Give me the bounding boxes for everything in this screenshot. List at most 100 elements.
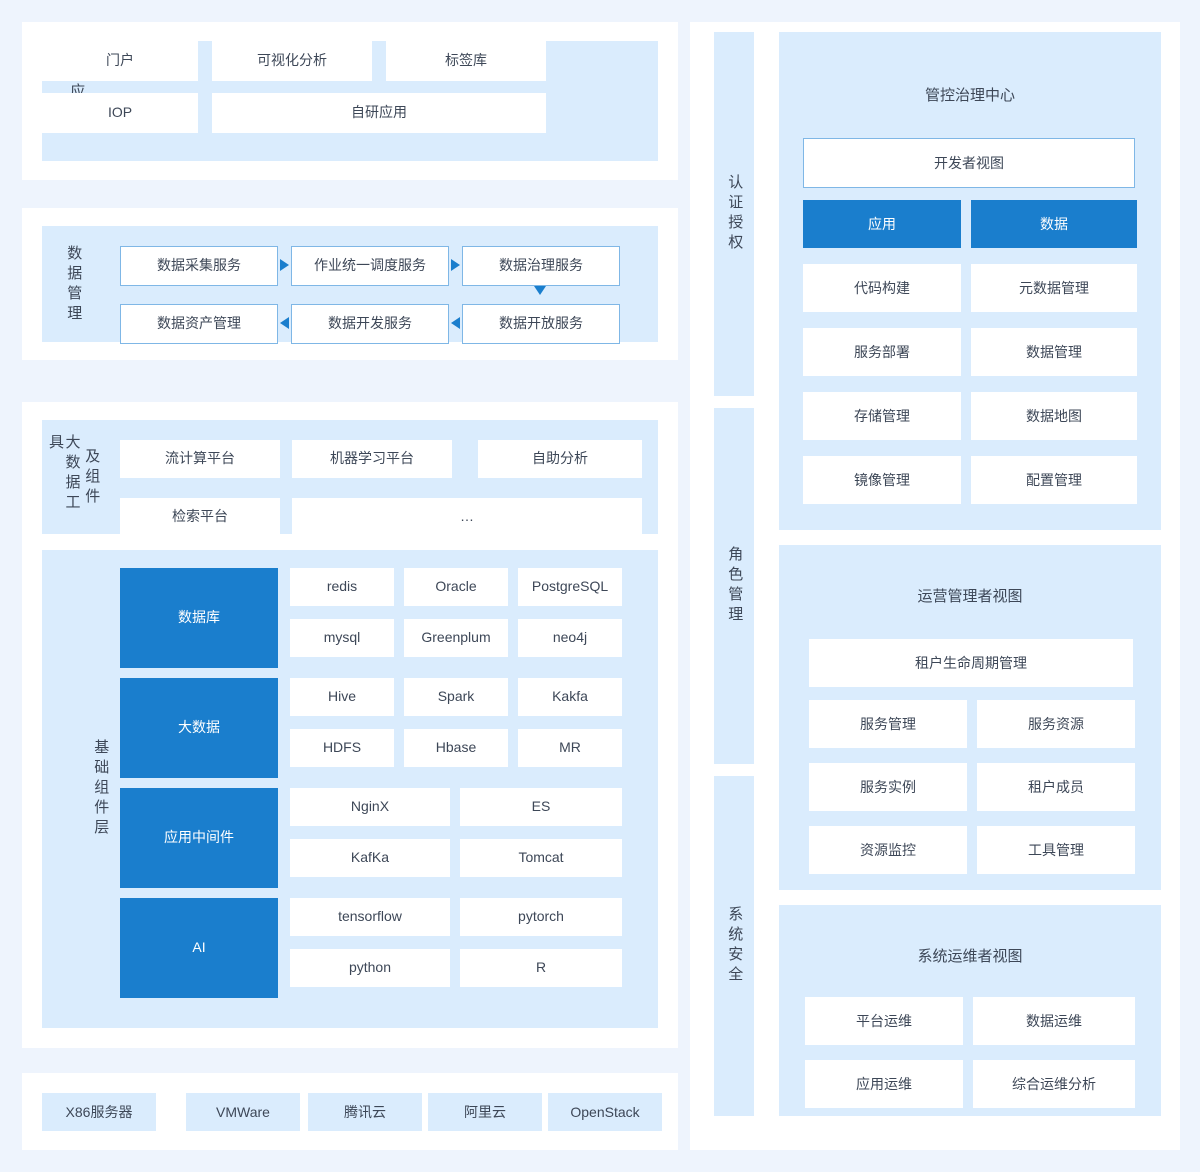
governance-item-config-management[interactable]: 配置管理 xyxy=(971,456,1137,504)
component-group-header-bigdata[interactable]: 大数据 xyxy=(120,678,278,778)
component-item-es[interactable]: ES xyxy=(460,788,622,826)
maintenance-view-title: 系统运维者视图 xyxy=(917,948,1023,965)
component-layer-row-label: 基础组件层 xyxy=(84,730,116,848)
governance-item-storage-management[interactable]: 存储管理 xyxy=(803,392,961,440)
component-item-r[interactable]: R xyxy=(460,949,622,987)
dm-item-collection-service[interactable]: 数据采集服务 xyxy=(120,246,278,286)
app-item-tag-library[interactable]: 标签库 xyxy=(386,41,546,81)
component-item-greenplum[interactable]: Greenplum xyxy=(404,619,508,657)
operations-item-resource-monitor[interactable]: 资源监控 xyxy=(809,826,967,874)
component-item-mr[interactable]: MR xyxy=(518,729,622,767)
component-item-mysql[interactable]: mysql xyxy=(290,619,394,657)
governance-item-metadata-management[interactable]: 元数据管理 xyxy=(971,264,1137,312)
vertical-bar-system-security[interactable]: 系统安全 xyxy=(714,776,754,1116)
arrow-left-icon xyxy=(451,317,460,329)
operations-view-title: 运营管理者视图 xyxy=(917,588,1023,605)
maintenance-item-platform-ops[interactable]: 平台运维 xyxy=(805,997,963,1045)
arrow-left-icon xyxy=(280,317,289,329)
governance-item-application[interactable]: 应用 xyxy=(803,200,961,248)
app-item-portal[interactable]: 门户 xyxy=(42,41,198,81)
vertical-bar-system-security-label: 系统安全 xyxy=(726,906,744,986)
operations-item-service-resource[interactable]: 服务资源 xyxy=(977,700,1135,748)
governance-item-image-management[interactable]: 镜像管理 xyxy=(803,456,961,504)
governance-developer-view[interactable]: 开发者视图 xyxy=(803,138,1135,188)
vertical-bar-role-management[interactable]: 角色管理 xyxy=(714,408,754,764)
data-management-panel: 数据管理 数据采集服务 作业统一调度服务 数据治理服务 数据资产管理 数据开发服… xyxy=(42,226,658,344)
vertical-bar-role-management-label: 角色管理 xyxy=(726,546,744,626)
maintenance-item-data-ops[interactable]: 数据运维 xyxy=(973,997,1135,1045)
component-item-kafka[interactable]: KafKa xyxy=(290,839,450,877)
component-item-spark[interactable]: Spark xyxy=(404,678,508,716)
operations-view-panel: 运营管理者视图 租户生命周期管理 服务管理 服务资源 服务实例 租户成员 资源监… xyxy=(779,545,1161,890)
bdt-item-self-service-analysis[interactable]: 自助分析 xyxy=(478,440,642,478)
infra-item-x86-server[interactable]: X86服务器 xyxy=(42,1093,156,1131)
governance-item-code-build[interactable]: 代码构建 xyxy=(803,264,961,312)
governance-item-service-deployment[interactable]: 服务部署 xyxy=(803,328,961,376)
app-item-visual-analysis[interactable]: 可视化分析 xyxy=(212,41,372,81)
infra-item-vmware[interactable]: VMWare xyxy=(186,1093,300,1131)
data-management-row-label: 数据管理 xyxy=(50,242,96,328)
bdt-item-machine-learning[interactable]: 机器学习平台 xyxy=(292,440,452,478)
infra-item-alibaba-cloud[interactable]: 阿里云 xyxy=(428,1093,542,1131)
component-item-nginx[interactable]: NginX xyxy=(290,788,450,826)
operations-item-tenant-member[interactable]: 租户成员 xyxy=(977,763,1135,811)
infrastructure-card: X86服务器 VMWare 腾讯云 阿里云 OpenStack xyxy=(22,1073,678,1150)
governance-center-title: 管控治理中心 xyxy=(924,87,1015,104)
component-layer-label-text: 基础组件层 xyxy=(92,739,110,839)
operations-item-service-management[interactable]: 服务管理 xyxy=(809,700,967,748)
component-item-tensorflow[interactable]: tensorflow xyxy=(290,898,450,936)
big-data-tools-label-primary: 大数据工具 xyxy=(47,434,81,522)
operations-item-tool-management[interactable]: 工具管理 xyxy=(977,826,1135,874)
governance-item-data[interactable]: 数据 xyxy=(971,200,1137,248)
governance-item-data-map[interactable]: 数据地图 xyxy=(971,392,1137,440)
maintenance-view-panel: 系统运维者视图 平台运维 数据运维 应用运维 综合运维分析 xyxy=(779,905,1161,1116)
app-item-self-developed[interactable]: 自研应用 xyxy=(212,93,546,133)
big-data-tools-panel: 大数据工具 及组件 流计算平台 机器学习平台 自助分析 检索平台 … xyxy=(42,420,658,536)
bdt-item-stream-compute[interactable]: 流计算平台 xyxy=(120,440,280,478)
big-data-tools-label-left-text: 大数据工具 xyxy=(47,434,81,514)
dm-item-scheduling-service[interactable]: 作业统一调度服务 xyxy=(291,246,449,286)
arrow-right-icon xyxy=(451,259,460,271)
component-item-pytorch[interactable]: pytorch xyxy=(460,898,622,936)
dm-item-governance-service[interactable]: 数据治理服务 xyxy=(462,246,620,286)
component-item-hdfs[interactable]: HDFS xyxy=(290,729,394,767)
bdt-item-search-platform[interactable]: 检索平台 xyxy=(120,498,280,536)
dm-item-development-service[interactable]: 数据开发服务 xyxy=(291,304,449,344)
arrow-right-icon xyxy=(280,259,289,271)
component-group-header-database[interactable]: 数据库 xyxy=(120,568,278,668)
dm-item-open-service[interactable]: 数据开放服务 xyxy=(462,304,620,344)
vertical-bar-authentication[interactable]: 认证授权 xyxy=(714,32,754,396)
infra-item-openstack[interactable]: OpenStack xyxy=(548,1093,662,1131)
infra-item-tencent-cloud[interactable]: 腾讯云 xyxy=(308,1093,422,1131)
dm-item-asset-management[interactable]: 数据资产管理 xyxy=(120,304,278,344)
component-item-python[interactable]: python xyxy=(290,949,450,987)
big-data-tools-label-right-text: 及组件 xyxy=(83,448,101,508)
governance-center-panel: 管控治理中心 开发者视图 应用 数据 代码构建 元数据管理 服务部署 数据管理 … xyxy=(779,32,1161,530)
maintenance-item-app-ops[interactable]: 应用运维 xyxy=(805,1060,963,1108)
operations-item-tenant-lifecycle[interactable]: 租户生命周期管理 xyxy=(809,639,1133,687)
component-item-neo4j[interactable]: neo4j xyxy=(518,619,622,657)
application-panel: 应用 门户 可视化分析 标签库 IOP 自研应用 xyxy=(42,41,658,161)
component-item-kakfa[interactable]: Kakfa xyxy=(518,678,622,716)
arrow-down-icon xyxy=(534,286,546,295)
data-management-card: 数据管理 数据采集服务 作业统一调度服务 数据治理服务 数据资产管理 数据开发服… xyxy=(22,208,678,360)
app-item-iop[interactable]: IOP xyxy=(42,93,198,133)
data-management-label-text: 数据管理 xyxy=(65,245,83,325)
maintenance-item-integrated-ops-analysis[interactable]: 综合运维分析 xyxy=(973,1060,1135,1108)
component-item-tomcat[interactable]: Tomcat xyxy=(460,839,622,877)
big-data-card: 大数据工具 及组件 流计算平台 机器学习平台 自助分析 检索平台 … 基础组件层… xyxy=(22,402,678,1048)
infrastructure-component-layer-panel: 基础组件层 数据库 redis Oracle PostgreSQL mysql … xyxy=(42,550,658,1028)
component-item-oracle[interactable]: Oracle xyxy=(404,568,508,606)
application-card: 应用 门户 可视化分析 标签库 IOP 自研应用 xyxy=(22,22,678,180)
component-item-postgresql[interactable]: PostgreSQL xyxy=(518,568,622,606)
operations-item-service-instance[interactable]: 服务实例 xyxy=(809,763,967,811)
component-item-hive[interactable]: Hive xyxy=(290,678,394,716)
bdt-item-more[interactable]: … xyxy=(292,498,642,536)
component-group-header-ai[interactable]: AI xyxy=(120,898,278,998)
component-item-hbase[interactable]: Hbase xyxy=(404,729,508,767)
governance-item-data-management[interactable]: 数据管理 xyxy=(971,328,1137,376)
vertical-bar-authentication-label: 认证授权 xyxy=(726,174,744,254)
component-group-header-middleware[interactable]: 应用中间件 xyxy=(120,788,278,888)
component-item-redis[interactable]: redis xyxy=(290,568,394,606)
